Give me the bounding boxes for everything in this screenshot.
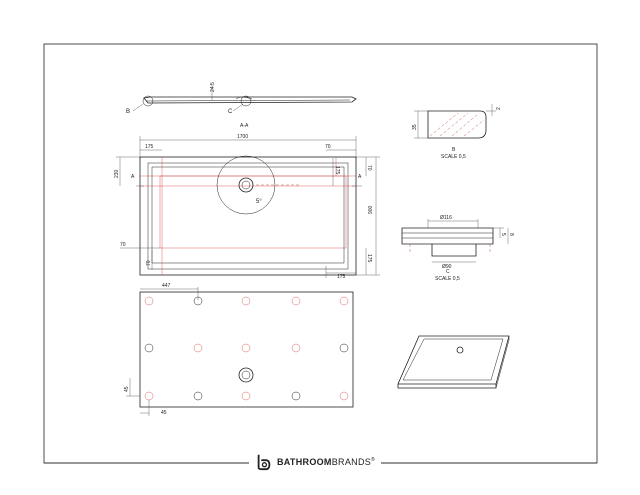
callout-c: C — [228, 109, 233, 115]
section-label-aa: A-A — [240, 123, 249, 129]
plan-width-dim: 1700 — [237, 134, 248, 140]
plan-left-lower-dim: 70 — [120, 242, 126, 248]
underside-left-offset-dim: 45 — [124, 386, 130, 392]
detail-b-small-dim: 2 — [496, 107, 502, 110]
plan-right-inner-dim: 175 — [334, 166, 340, 175]
plan-right-offset-dim: 70 — [325, 144, 331, 150]
detail-b-height-dim: 35 — [412, 124, 418, 130]
detail-c-label: C — [446, 269, 450, 275]
plan-bottom-right-dim: 175 — [337, 274, 346, 280]
detail-c-scale: SCALE 0,5 — [435, 276, 460, 282]
plan-bottom-inner-dim: 175 — [366, 254, 372, 263]
plan-view: 1700 175 70 5° A A 230 70 175 — [114, 134, 380, 280]
b-logo-icon — [257, 454, 271, 471]
underside-top-offset-dim: 447 — [162, 283, 171, 289]
brand-name: BATHROOMBRANDS® — [277, 457, 375, 467]
section-mark-right: A — [358, 174, 362, 180]
detail-c-h2-dim: 8 — [508, 233, 514, 236]
section-view-aa: 24.5 B C A-A — [126, 82, 357, 129]
detail-b: 35 2 B SCALE 0,5 — [412, 104, 502, 160]
plan-section-depth-dim: 230 — [114, 169, 120, 178]
brand-logo-block: BATHROOMBRANDS® — [249, 452, 382, 472]
sheet-border — [43, 43, 598, 464]
section-mark-left: A — [131, 174, 135, 180]
underside-bottom-offset-dim: 45 — [161, 410, 167, 416]
plan-left-offset-dim: 175 — [145, 144, 154, 150]
plan-depth-dim: 900 — [368, 205, 374, 214]
detail-c-bottom-dim: Ø90 — [442, 264, 452, 270]
detail-b-label: B — [452, 147, 456, 153]
callout-b: B — [126, 109, 130, 115]
detail-c-top-dim: Ø116 — [440, 215, 452, 221]
brand-reg-mark: ® — [371, 457, 376, 463]
detail-c-h1-dim: 5 — [500, 233, 506, 236]
underside-view: 447 45 45 — [124, 283, 354, 416]
detail-c: Ø116 5 8 Ø90 C SCALE 0,5 — [401, 215, 514, 282]
plan-right-depth-dim: 70 — [366, 165, 372, 171]
section-thickness-dim: 24.5 — [210, 82, 216, 92]
brand-name-light: BRANDS — [331, 457, 372, 467]
brand-name-bold: BATHROOM — [277, 457, 332, 467]
waste-angle-label: 5° — [256, 199, 262, 205]
isometric-view — [397, 335, 510, 389]
plan-bottom-left-dim: 70 — [146, 260, 152, 266]
detail-b-scale: SCALE 0,5 — [441, 154, 466, 160]
support-feet — [144, 296, 349, 401]
